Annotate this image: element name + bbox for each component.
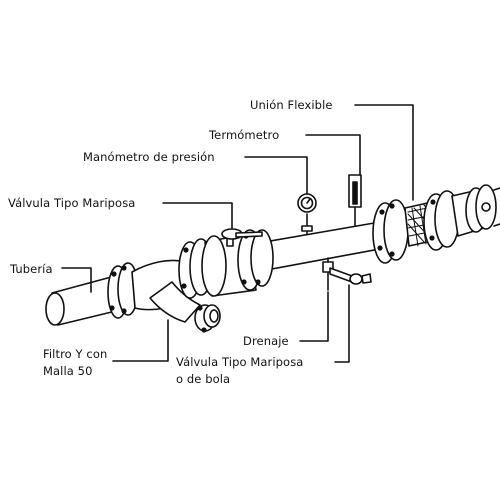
pressure-gauge [297,193,317,235]
label-drenaje: Drenaje [243,334,289,348]
label-filtro-y-line2: Malla 50 [43,364,93,378]
right-flange [372,199,409,264]
label-manometro: Manómetro de presión [83,150,215,164]
thermometer [348,174,362,227]
leader-lines [61,104,414,363]
y-strainer [131,259,221,333]
label-tuberia: Tubería [10,262,53,276]
label-filtro-y-line1: Filtro Y con [43,347,108,361]
label-valvula-mariposa: Válvula Tipo Mariposa [8,196,136,210]
flexible-union [404,184,500,251]
drain-valve [322,257,372,291]
inlet-pipe-end [45,292,65,326]
label-termometro: Termómetro [209,128,280,142]
butterfly-valve [201,228,274,297]
label-valvula-bola-line2: o de bola [176,372,231,386]
inlet-flange [107,262,139,319]
label-valvula-bola-line1: Válvula Tipo Mariposa [176,355,304,369]
label-union-flexible: Unión Flexible [250,98,333,112]
